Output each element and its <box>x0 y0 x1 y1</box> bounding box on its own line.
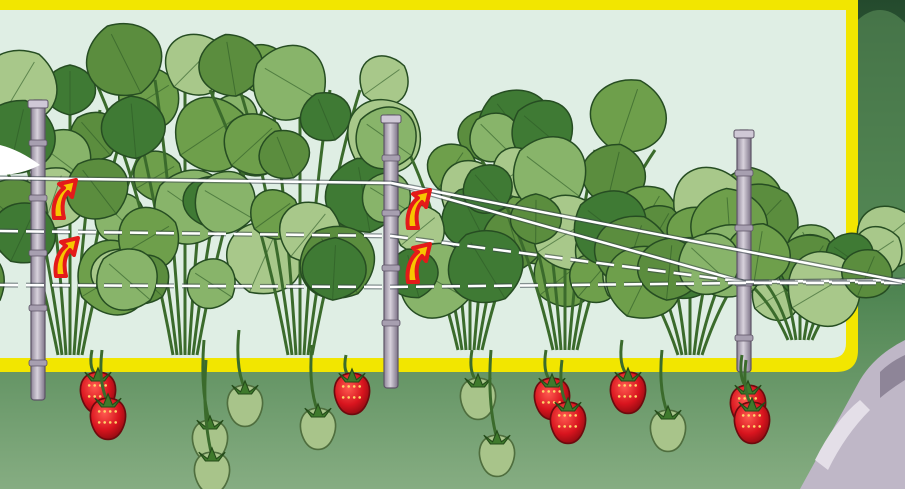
support-post-icon <box>381 115 401 388</box>
green-strawberry-icon <box>194 448 229 489</box>
support-post-icon <box>28 100 48 400</box>
